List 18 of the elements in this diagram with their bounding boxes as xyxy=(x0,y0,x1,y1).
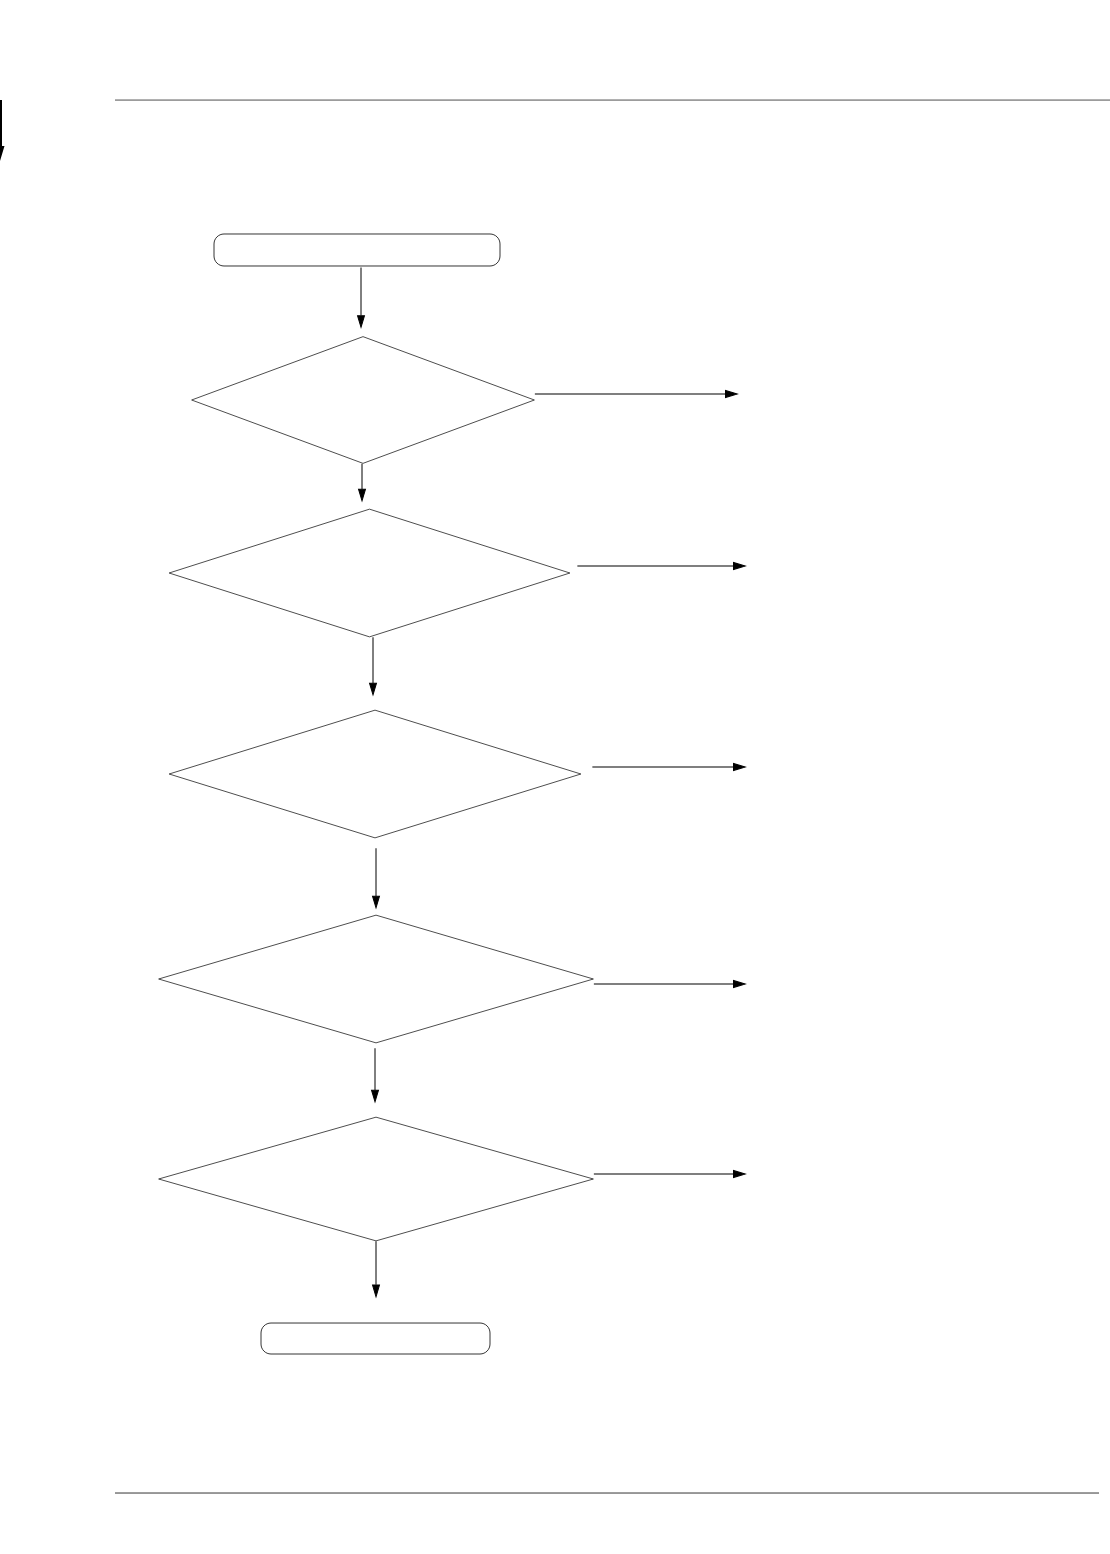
arrow xyxy=(593,980,746,988)
decision-diamond xyxy=(158,1116,594,1242)
arrow xyxy=(358,463,366,502)
decision-diamond xyxy=(191,336,535,464)
arrow xyxy=(372,847,380,909)
terminal-box xyxy=(213,233,501,267)
arrow xyxy=(593,1170,746,1178)
arrow xyxy=(357,266,365,328)
terminal-box xyxy=(260,1322,491,1355)
arrow xyxy=(534,390,738,398)
arrow xyxy=(371,1047,379,1103)
decision-diamond xyxy=(168,508,571,638)
arrow xyxy=(372,1240,380,1298)
arrow xyxy=(576,562,746,570)
decision-diamond xyxy=(168,709,582,839)
arrow xyxy=(591,763,746,771)
decision-diamond xyxy=(158,914,594,1044)
arrow xyxy=(369,636,377,696)
